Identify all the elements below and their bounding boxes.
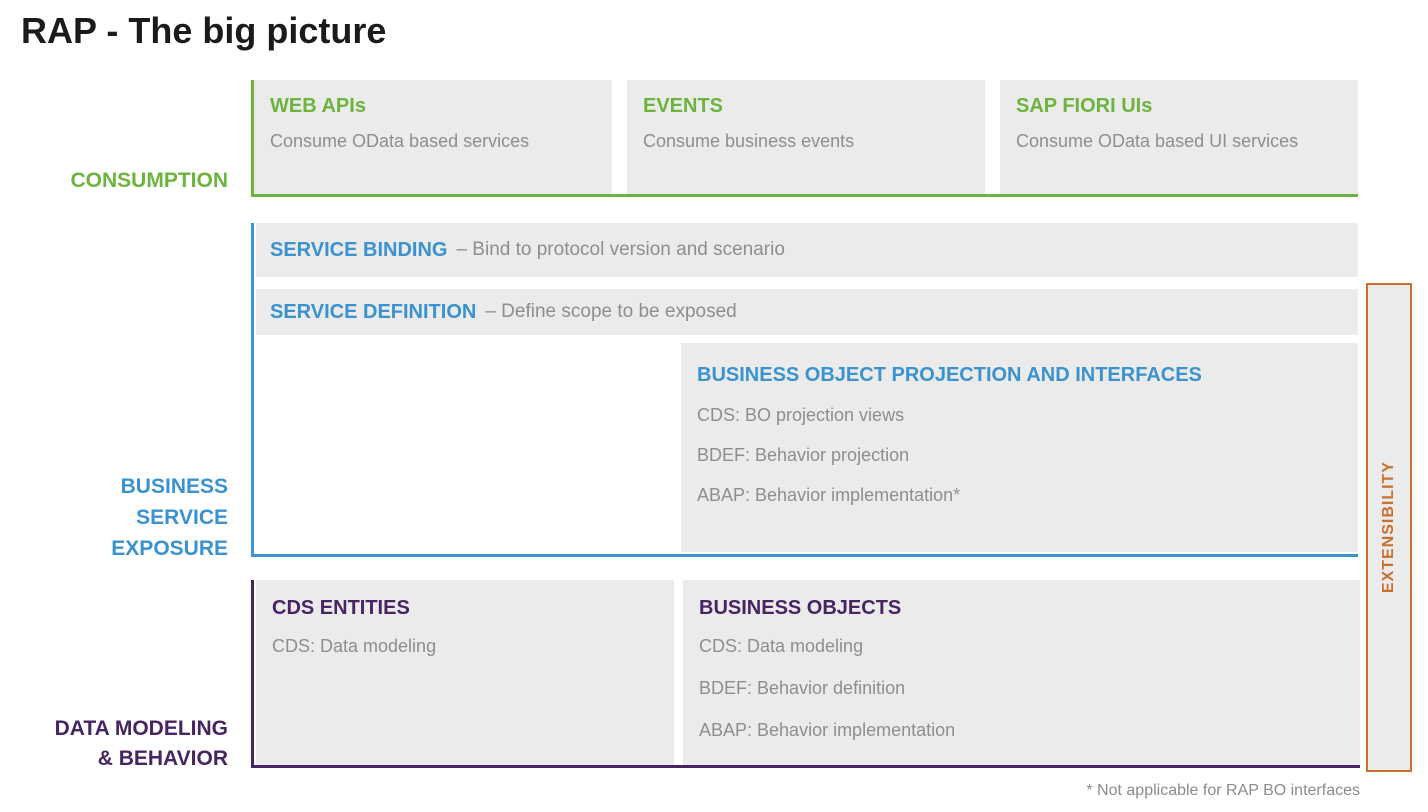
bo-projection-line-2: BDEF: Behavior projection [697,445,910,465]
extensibility-panel: EXTENSIBILITY [1366,283,1412,772]
events-box: EVENTS Consume business events [627,80,985,194]
exposure-label: BUSINESS SERVICE EXPOSURE [0,471,228,564]
bo-projection-title: BUSINESS OBJECT PROJECTION AND INTERFACE… [697,364,1202,386]
consumption-label: CONSUMPTION [70,169,229,192]
events-title: EVENTS [643,95,724,117]
business-objects-line-2: BDEF: Behavior definition [699,678,906,698]
service-definition-bar: SERVICE DEFINITION – Define scope to be … [256,289,1358,335]
service-binding-title: SERVICE BINDING [270,238,448,261]
business-objects-title: BUSINESS OBJECTS [699,597,902,619]
business-objects-box: BUSINESS OBJECTS CDS: Data modeling BDEF… [683,580,1360,765]
web-apis-description: Consume OData based services [270,131,530,151]
service-definition-title: SERVICE DEFINITION [270,300,477,323]
sap-fiori-uis-box: SAP FIORI UIs Consume OData based UI ser… [1000,80,1358,194]
extensibility-label: EXTENSIBILITY [1380,461,1397,594]
data-modeling-section: CDS ENTITIES CDS: Data modeling BUSINESS… [251,580,1360,768]
page-title: RAP - The big picture [21,10,387,51]
events-description: Consume business events [643,131,855,151]
bo-projection-line-3: ABAP: Behavior implementation* [697,485,961,505]
cds-entities-line-1: CDS: Data modeling [272,636,437,656]
service-binding-description: – Bind to protocol version and scenario [456,239,785,260]
service-binding-bar: SERVICE BINDING – Bind to protocol versi… [256,223,1358,277]
bo-projection-box: BUSINESS OBJECT PROJECTION AND INTERFACE… [681,343,1358,552]
cds-entities-box: CDS ENTITIES CDS: Data modeling [256,580,674,765]
footnote: * Not applicable for RAP BO interfaces [1086,782,1360,799]
exposure-label-line-2: SERVICE [136,506,228,529]
web-apis-box: WEB APIs Consume OData based services [254,80,612,194]
exposure-label-line-1: BUSINESS [120,475,228,498]
cds-entities-title: CDS ENTITIES [272,597,410,619]
consumption-section: WEB APIs Consume OData based services EV… [251,80,1358,197]
data-modeling-label-line-2: & BEHAVIOR [97,747,228,770]
web-apis-title: WEB APIs [270,95,366,117]
sap-fiori-uis-title: SAP FIORI UIs [1016,95,1153,117]
sap-fiori-uis-description: Consume OData based UI services [1016,131,1299,151]
business-objects-line-3: ABAP: Behavior implementation [699,720,956,740]
data-modeling-label-line-1: DATA MODELING [54,717,228,740]
bo-projection-line-1: CDS: BO projection views [697,405,905,425]
business-objects-line-1: CDS: Data modeling [699,636,864,656]
data-modeling-label: DATA MODELING & BEHAVIOR [0,714,228,774]
service-definition-description: – Define scope to be exposed [485,301,737,322]
exposure-section: SERVICE BINDING – Bind to protocol versi… [251,223,1358,557]
exposure-label-line-3: EXPOSURE [111,537,228,560]
